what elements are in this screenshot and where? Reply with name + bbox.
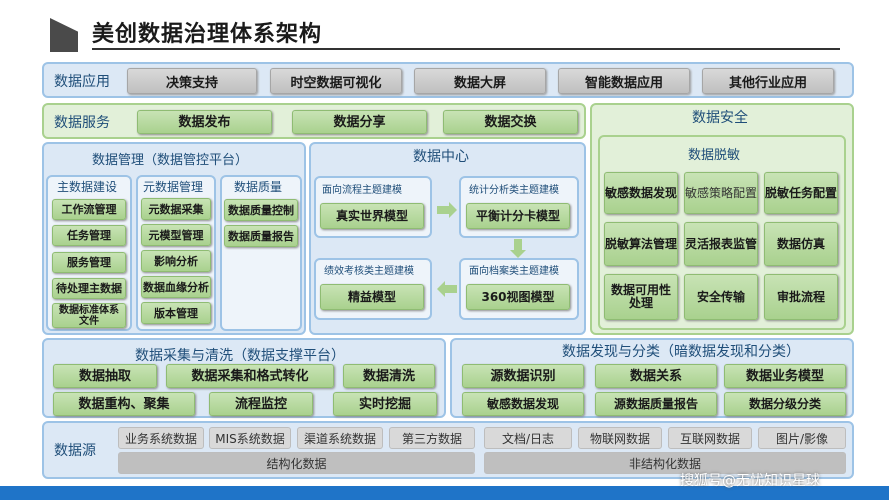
quality-item: 数据质量报告 <box>224 225 298 247</box>
source-item: 业务系统数据 <box>118 427 204 449</box>
service-item: 数据分享 <box>292 110 427 134</box>
master-item: 待处理主数据 <box>52 278 126 299</box>
arrow-left-icon <box>437 281 457 297</box>
app-item: 数据大屏 <box>414 68 546 94</box>
discover-item: 数据分级分类 <box>724 392 846 416</box>
app-item: 时空数据可视化 <box>270 68 402 94</box>
quality-title: 数据质量 <box>234 180 283 194</box>
arrow-down-icon <box>510 239 526 258</box>
master-data-title: 主数据建设 <box>57 180 118 194</box>
metadata-item: 元模型管理 <box>141 224 211 246</box>
source-item: 文档/日志 <box>484 427 572 449</box>
watermark: 搜狐号@无忧知识星球 <box>680 473 820 489</box>
collect-item: 数据抽取 <box>53 364 157 388</box>
management-title: 数据管理（数据管控平台） <box>92 153 249 168</box>
quality-item: 数据质量控制 <box>224 199 298 221</box>
footer-bar <box>0 486 889 500</box>
metadata-item: 元数据采集 <box>141 198 211 220</box>
source-item: 物联网数据 <box>578 427 662 449</box>
app-layer-label: 数据应用 <box>54 74 110 90</box>
security-item: 安全传输 <box>684 274 758 320</box>
collect-title: 数据采集与清洗（数据支撑平台） <box>135 348 345 364</box>
title-marker <box>50 18 78 52</box>
security-item: 敏感策略配置 <box>684 172 758 214</box>
source-item: 互联网数据 <box>668 427 752 449</box>
app-item: 决策支持 <box>127 68 257 94</box>
metadata-item: 版本管理 <box>141 302 211 324</box>
collect-item: 流程监控 <box>209 392 313 416</box>
center-quadrant-title: 统计分析类主题建模 <box>469 185 559 196</box>
source-item: 图片/影像 <box>758 427 846 449</box>
discover-item: 敏感数据发现 <box>462 392 584 416</box>
source-label: 数据源 <box>54 443 96 459</box>
title-underline <box>92 48 840 50</box>
discover-title: 数据发现与分类（暗数据发现和分类） <box>562 344 800 360</box>
discover-item: 源数据质量报告 <box>595 392 717 416</box>
app-item: 智能数据应用 <box>558 68 690 94</box>
metadata-item: 数据血缘分析 <box>141 276 211 298</box>
unstructured-data-bar: 非结构化数据 <box>484 452 846 474</box>
center-model: 360视图模型 <box>466 284 570 310</box>
arrow-right-icon <box>437 202 457 218</box>
service-item: 数据发布 <box>137 110 272 134</box>
metadata-item: 影响分析 <box>141 250 211 272</box>
master-item: 任务管理 <box>52 225 126 246</box>
security-item: 脱敏算法管理 <box>604 222 678 266</box>
master-item: 服务管理 <box>52 252 126 273</box>
service-item: 数据交换 <box>443 110 578 134</box>
collect-item: 数据采集和格式转化 <box>166 364 334 388</box>
data-center-title: 数据中心 <box>413 149 469 165</box>
security-item: 敏感数据发现 <box>604 172 678 214</box>
discover-item: 数据业务模型 <box>724 364 846 388</box>
security-item: 审批流程 <box>764 274 838 320</box>
center-model: 真实世界模型 <box>320 203 424 229</box>
security-item: 数据可用性处理 <box>604 274 678 320</box>
discover-item: 数据关系 <box>595 364 717 388</box>
master-item: 数据标准体系文件 <box>52 303 126 328</box>
structured-data-bar: 结构化数据 <box>118 452 475 474</box>
center-quadrant-title: 绩效考核类主题建模 <box>324 266 414 277</box>
security-item: 脱敏任务配置 <box>764 172 838 214</box>
center-model: 平衡计分卡模型 <box>466 203 570 229</box>
collect-item: 实时挖掘 <box>333 392 437 416</box>
collect-item: 数据清洗 <box>343 364 435 388</box>
page-title: 美创数据治理体系架构 <box>92 22 323 47</box>
source-item: MIS系统数据 <box>209 427 291 449</box>
masking-title: 数据脱敏 <box>688 148 741 163</box>
source-item: 渠道系统数据 <box>297 427 383 449</box>
service-layer-label: 数据服务 <box>54 115 110 131</box>
app-item: 其他行业应用 <box>702 68 834 94</box>
collect-item: 数据重构、聚集 <box>53 392 195 416</box>
center-quadrant-title: 面向档案类主题建模 <box>469 266 559 277</box>
security-title: 数据安全 <box>692 110 748 126</box>
discover-item: 源数据识别 <box>462 364 584 388</box>
center-model: 精益模型 <box>320 284 424 310</box>
master-item: 工作流管理 <box>52 199 126 220</box>
center-quadrant-title: 面向流程主题建模 <box>322 185 402 196</box>
security-item: 数据仿真 <box>764 222 838 266</box>
metadata-title: 元数据管理 <box>143 180 204 194</box>
security-item: 灵活报表监管 <box>684 222 758 266</box>
source-item: 第三方数据 <box>389 427 475 449</box>
